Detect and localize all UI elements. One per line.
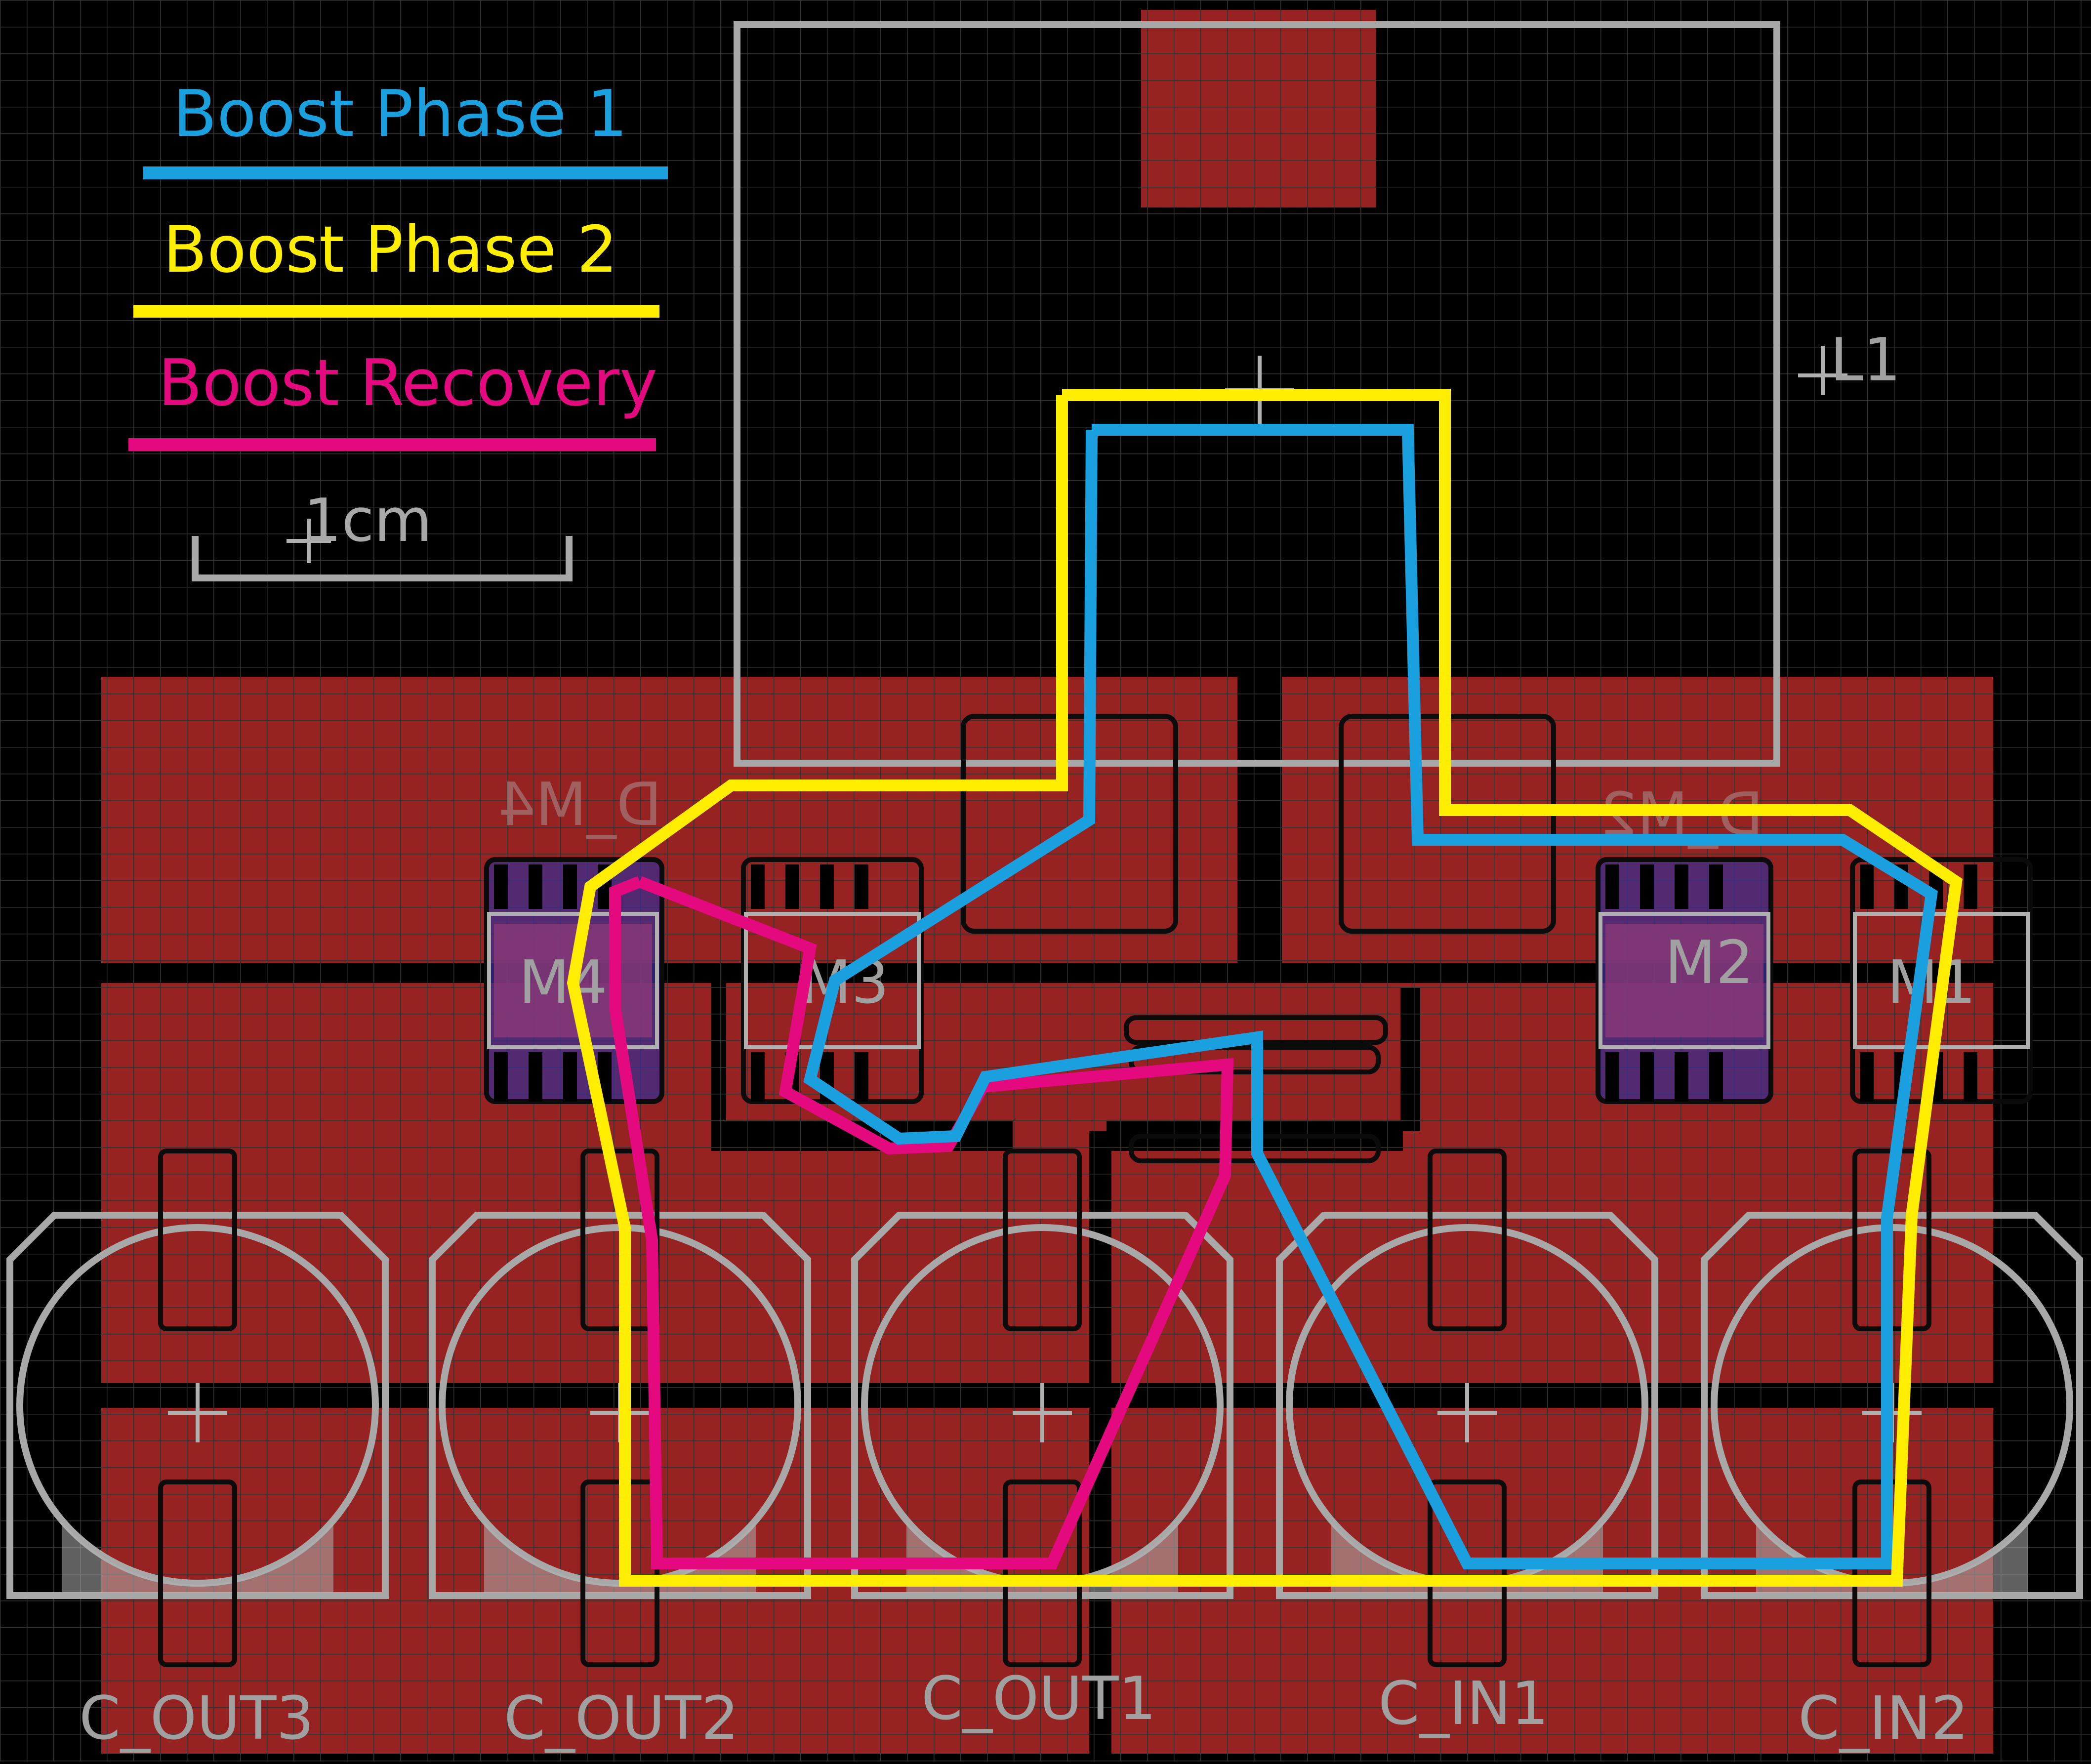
legend-label-boost-recovery: Boost Recovery xyxy=(158,345,657,420)
mosfet-m4: M4 xyxy=(484,857,664,1104)
capacitor-c-in1-label: C_IN1 xyxy=(1378,1670,1549,1738)
capacitor-c-in2-label: C_IN2 xyxy=(1798,1684,1968,1753)
mosfet-m2-label: M2 xyxy=(1665,929,1754,997)
diode-d-m4-label: D_M4 xyxy=(498,771,662,839)
capacitor-c-out2-label: C_OUT2 xyxy=(504,1684,739,1753)
boost-phase-2-path xyxy=(567,389,1963,1587)
capacitor-c-out1-label: C_OUT1 xyxy=(921,1665,1156,1733)
mosfet-m1-label: M1 xyxy=(1887,948,1976,1017)
boost-recovery-path xyxy=(609,876,1234,1569)
scale-bar-label: 1cm xyxy=(304,487,432,555)
legend: Boost Phase 1 Boost Phase 2 Boost Recove… xyxy=(128,76,668,451)
legend-label-boost-phase-1: Boost Phase 1 xyxy=(173,76,627,151)
mosfet-m2: M2 xyxy=(1596,857,1773,1104)
scale-bar: 1cm xyxy=(192,487,573,581)
inductor-label: L1 xyxy=(1830,326,1901,395)
capacitor-c-out3-label: C_OUT3 xyxy=(79,1684,314,1753)
boost-phase-1-path xyxy=(803,424,1938,1569)
legend-label-boost-phase-2: Boost Phase 2 xyxy=(163,212,617,287)
capacitor-c-out3: C_OUT3 xyxy=(6,1149,389,1753)
mosfet-m4-label: M4 xyxy=(519,948,608,1017)
